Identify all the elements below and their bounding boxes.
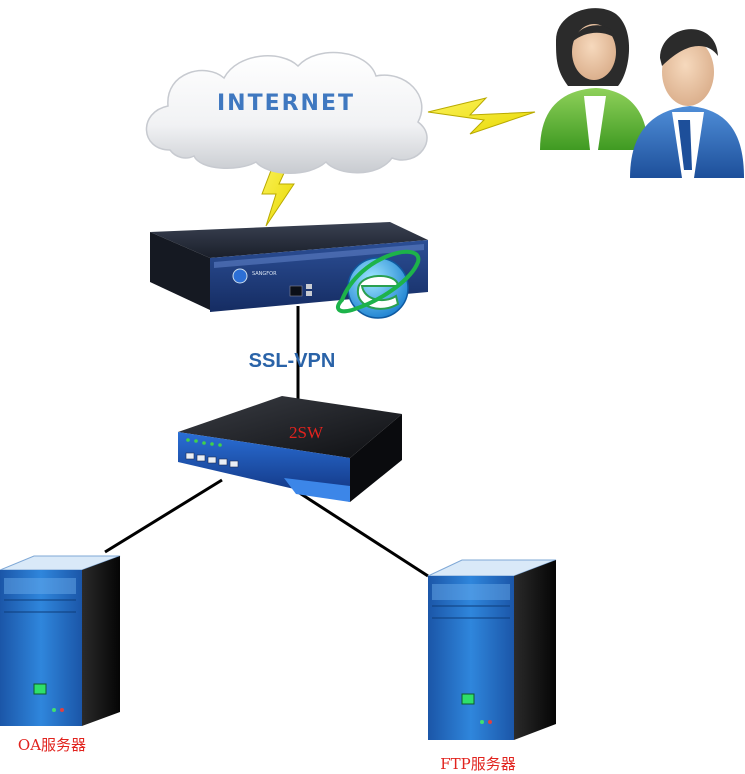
ssl-vpn-gateway-icon: SANGFOR [150, 222, 428, 319]
gateway-brand-label: SANGFOR [252, 271, 277, 277]
link-switch-oa-server [104, 478, 223, 554]
wireless-link-icon-users [427, 97, 536, 135]
browser-globe-icon [335, 249, 421, 319]
switch-status-leds [186, 438, 222, 447]
ftp-server-label: FTP服务器 [440, 755, 516, 773]
switch-icon: 2SW [178, 396, 402, 502]
switch-label: 2SW [289, 423, 324, 442]
internet-cloud-icon: INTERNET [145, 51, 428, 174]
oa-server-icon [0, 555, 121, 726]
ftp-server-icon [427, 559, 557, 740]
oa-server-label: OA服务器 [18, 736, 86, 754]
switch-ports [185, 452, 239, 468]
users-icon [540, 8, 744, 178]
ssl-vpn-label: SSL-VPN [249, 350, 336, 372]
connection-links [104, 306, 429, 578]
link-switch-ftp-server [297, 490, 429, 578]
internet-label: INTERNET [217, 91, 355, 116]
